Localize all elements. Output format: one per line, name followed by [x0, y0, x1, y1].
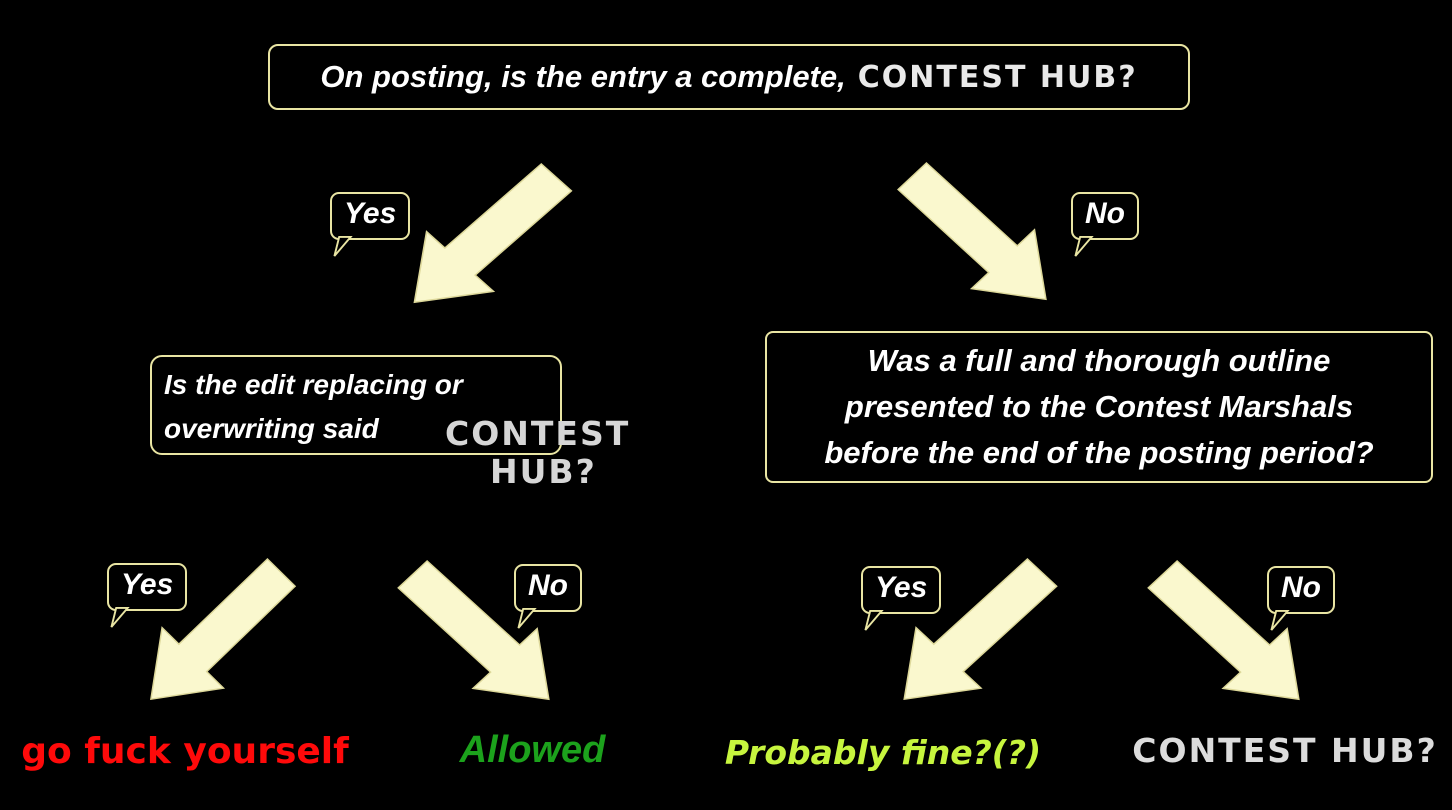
- yes-bubble-bottom-right: Yes: [861, 566, 942, 631]
- no-label: No: [528, 569, 568, 602]
- left-question-highlight-hub: HUB?: [490, 452, 597, 491]
- no-bubble-bottom-left: No: [514, 564, 582, 629]
- arrow-down-left-icon: [413, 162, 573, 304]
- arrow-down-left-icon: [903, 557, 1058, 701]
- arrow-down-right-icon: [397, 559, 550, 701]
- no-label: No: [1281, 571, 1321, 604]
- arrow-down-right-icon: [1147, 559, 1300, 701]
- right-question-line3: before the end of the posting period?: [824, 435, 1374, 470]
- yes-bubble-upper-left: Yes: [330, 192, 411, 257]
- outcome-left-no: Allowed: [459, 729, 606, 771]
- speech-tail-icon: [1270, 610, 1290, 631]
- arrow-down-left-icon: [150, 557, 297, 701]
- left-question-line2: overwriting said: [164, 413, 379, 444]
- yes-label: Yes: [875, 571, 928, 604]
- left-question-box: Is the edit replacing or overwriting sai…: [150, 355, 562, 455]
- yes-label: Yes: [344, 197, 397, 230]
- outcome-left-yes: go fuck yourself: [21, 731, 349, 772]
- yes-label: Yes: [121, 568, 174, 601]
- speech-tail-icon: [333, 236, 353, 257]
- right-question-line1: Was a full and thorough outline: [867, 343, 1331, 378]
- root-question-text: On posting, is the entry a complete,: [320, 59, 846, 94]
- no-label: No: [1085, 197, 1125, 230]
- left-question-line1: Is the edit replacing or: [164, 369, 463, 400]
- outcome-right-no: CONTEST HUB?: [1132, 731, 1438, 770]
- no-bubble-bottom-right: No: [1267, 566, 1335, 631]
- right-question-line2: presented to the Contest Marshals: [844, 389, 1354, 424]
- no-bubble-upper-right: No: [1071, 192, 1139, 257]
- speech-tail-icon: [864, 610, 884, 631]
- speech-tail-icon: [110, 607, 130, 628]
- root-question-box: On posting, is the entry a complete, CON…: [268, 44, 1190, 110]
- outcome-right-yes: Probably fine?(?): [724, 733, 1042, 772]
- yes-bubble-bottom-left: Yes: [107, 563, 188, 628]
- left-question-highlight-contest: CONTEST: [445, 414, 631, 453]
- right-question-box: Was a full and thorough outline presente…: [765, 331, 1433, 483]
- arrow-down-right-icon: [897, 162, 1047, 301]
- speech-tail-icon: [1074, 236, 1094, 257]
- speech-tail-icon: [517, 608, 537, 629]
- root-question-highlight: CONTEST HUB?: [857, 59, 1138, 95]
